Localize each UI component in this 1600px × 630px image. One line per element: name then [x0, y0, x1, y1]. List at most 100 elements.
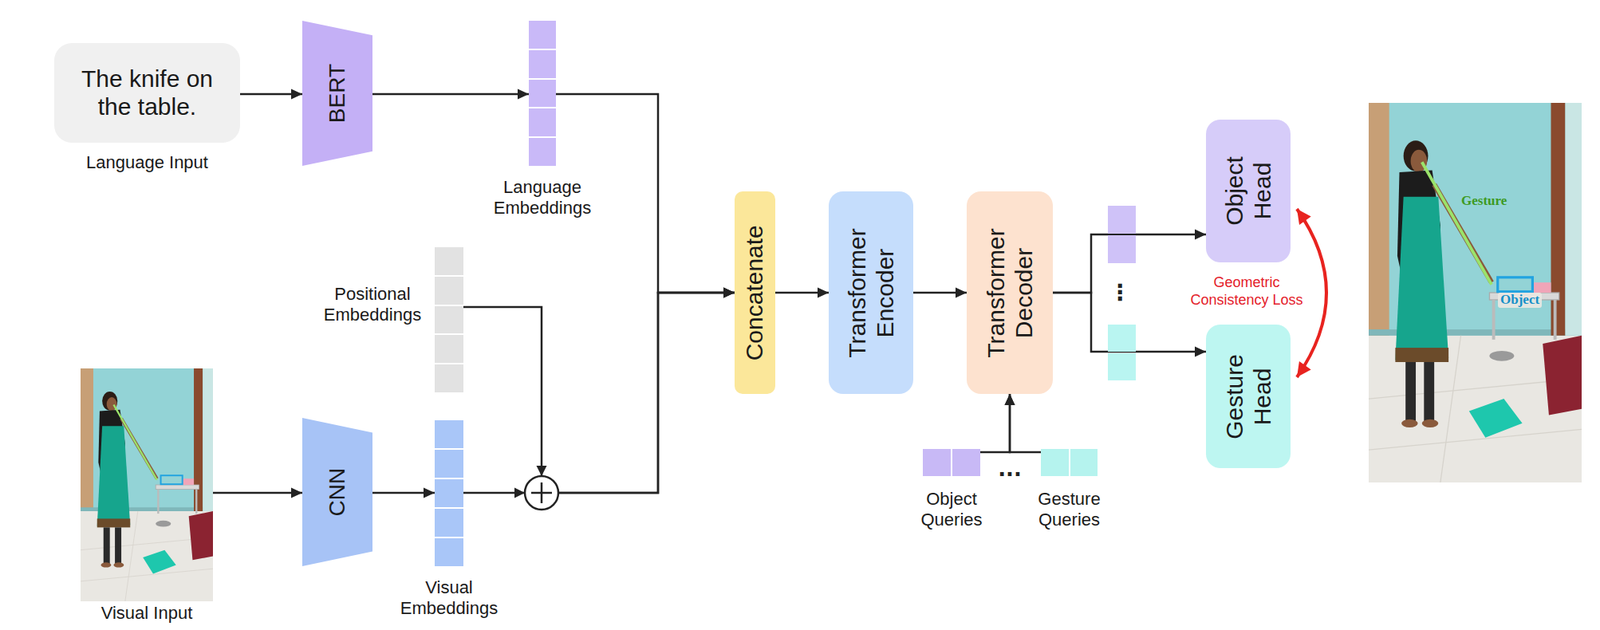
- text-holder: CNN: [302, 417, 373, 567]
- embedding-stack: Language Embeddings: [528, 20, 556, 166]
- image-frame: Visual Input: [80, 368, 213, 602]
- connector-line: [212, 492, 303, 495]
- embedding-cell: [922, 449, 951, 477]
- node-text: Visual Embeddings: [389, 577, 509, 620]
- embedding-cell: [434, 538, 464, 567]
- embedding-stack: Positional Embeddings: [434, 247, 464, 393]
- embedding-cell: [952, 449, 981, 477]
- arrow-head: [1004, 394, 1016, 406]
- connector-line: [463, 292, 735, 493]
- arrow-head: [1194, 346, 1206, 358]
- connector-line: [463, 292, 735, 493]
- embedding-cell: [434, 364, 464, 393]
- arrow-head: [817, 287, 829, 299]
- connector-line: [980, 394, 1010, 453]
- connector: [463, 287, 735, 494]
- connector: [212, 488, 303, 499]
- connector-line: [372, 93, 529, 96]
- text-holder: The knife on the table.: [54, 43, 241, 143]
- node-text: Gesture Head: [1221, 340, 1277, 453]
- node-text: The knife on the table.: [67, 65, 228, 121]
- connector: [372, 488, 435, 499]
- node-text: BERT: [324, 63, 351, 123]
- embedding-cell: [434, 479, 464, 508]
- arrow-head: [291, 89, 303, 100]
- output-token: [1107, 353, 1136, 381]
- label-holder: ⋮: [1108, 280, 1132, 306]
- decoder-block: Transformer Decoder: [966, 191, 1053, 395]
- connector: [463, 287, 735, 494]
- edge-label-holder: Geometric Consistency Loss: [1181, 274, 1313, 309]
- node-text: Object Queries: [903, 488, 1000, 532]
- embedding-cell: [528, 50, 556, 79]
- embedding-stack: Visual Embeddings: [434, 420, 464, 567]
- embedding-cell: [434, 276, 464, 305]
- connector-line: [1009, 394, 1041, 453]
- query-cells: Object Queries: [922, 449, 981, 477]
- connector-line: [555, 94, 735, 293]
- connector: [775, 287, 829, 299]
- connector: [372, 89, 529, 100]
- node-text: Visual Input: [66, 602, 227, 624]
- cnn-encoder: CNN: [302, 417, 373, 567]
- node-text: Transformer Encoder: [843, 212, 899, 373]
- arrow-head: [723, 287, 735, 299]
- label-holder: Object: [1497, 292, 1542, 308]
- connector: [555, 94, 735, 299]
- embedding-cell: [434, 247, 464, 276]
- embedding-cell: [528, 20, 556, 49]
- embedding-cell: [1070, 449, 1099, 477]
- embedding-cell: [434, 334, 464, 363]
- embedding-cell: [1040, 449, 1069, 477]
- text-holder: Transformer Encoder: [828, 191, 914, 395]
- text-holder: Transformer Decoder: [966, 191, 1053, 395]
- output-token: [1107, 235, 1136, 264]
- text-holder: Gesture Head: [1205, 324, 1291, 469]
- arrow-head: [955, 287, 967, 299]
- ellipsis-mark: ...: [997, 457, 1022, 481]
- head-block: Object Head: [1205, 119, 1291, 263]
- arrow-head: [291, 488, 303, 499]
- arrow-head: [423, 488, 435, 499]
- input-text-box: The knife on the table.Language Input: [54, 43, 241, 143]
- embedding-cell: [434, 420, 464, 449]
- connector: [240, 89, 303, 100]
- connector: [1004, 394, 1042, 453]
- text-holder: BERT: [302, 20, 373, 166]
- trapezoid-fill: [302, 417, 373, 567]
- node-text: Positional Embeddings: [316, 283, 429, 327]
- bert-encoder: BERT: [302, 20, 373, 166]
- label-holder: ...: [997, 457, 1022, 481]
- query-cells: Gesture Queries: [1040, 449, 1098, 477]
- arrow-head: [517, 89, 529, 100]
- arrow-head: [723, 287, 735, 299]
- embedding-cell: [528, 79, 556, 108]
- trapezoid-fill: [302, 20, 373, 166]
- node-text: Concatenate: [740, 224, 769, 361]
- node-text: CNN: [324, 468, 351, 517]
- embedding-cell: [434, 306, 464, 335]
- image-annotation: Object: [1497, 292, 1542, 308]
- node-text: Gesture Queries: [1021, 488, 1118, 532]
- text-holder: Gesture Queries: [1021, 488, 1118, 532]
- output-token: [1107, 205, 1136, 234]
- arrow-head: [536, 465, 548, 477]
- concat-block: Concatenate: [734, 191, 776, 395]
- text-holder: Visual Input: [66, 602, 227, 624]
- embedding-cell: [434, 508, 464, 537]
- node-text: Object Head: [1221, 135, 1277, 248]
- arrow-head: [1194, 229, 1206, 241]
- text-holder: Concatenate: [734, 191, 776, 395]
- embedding-cell: [434, 449, 464, 478]
- text-holder: Positional Embeddings: [316, 283, 429, 327]
- output-image: [1368, 102, 1582, 483]
- output-token: [1107, 324, 1136, 352]
- add-symbol: [524, 476, 559, 510]
- embedding-cell: [528, 108, 556, 137]
- text-holder: Object Queries: [903, 488, 1000, 532]
- node-text: Language Input: [51, 152, 244, 174]
- text-holder: Language Embeddings: [482, 177, 603, 220]
- arrow-head: [1004, 394, 1016, 406]
- add-symbol-bar: [540, 482, 544, 504]
- visual-input-image: [80, 368, 213, 602]
